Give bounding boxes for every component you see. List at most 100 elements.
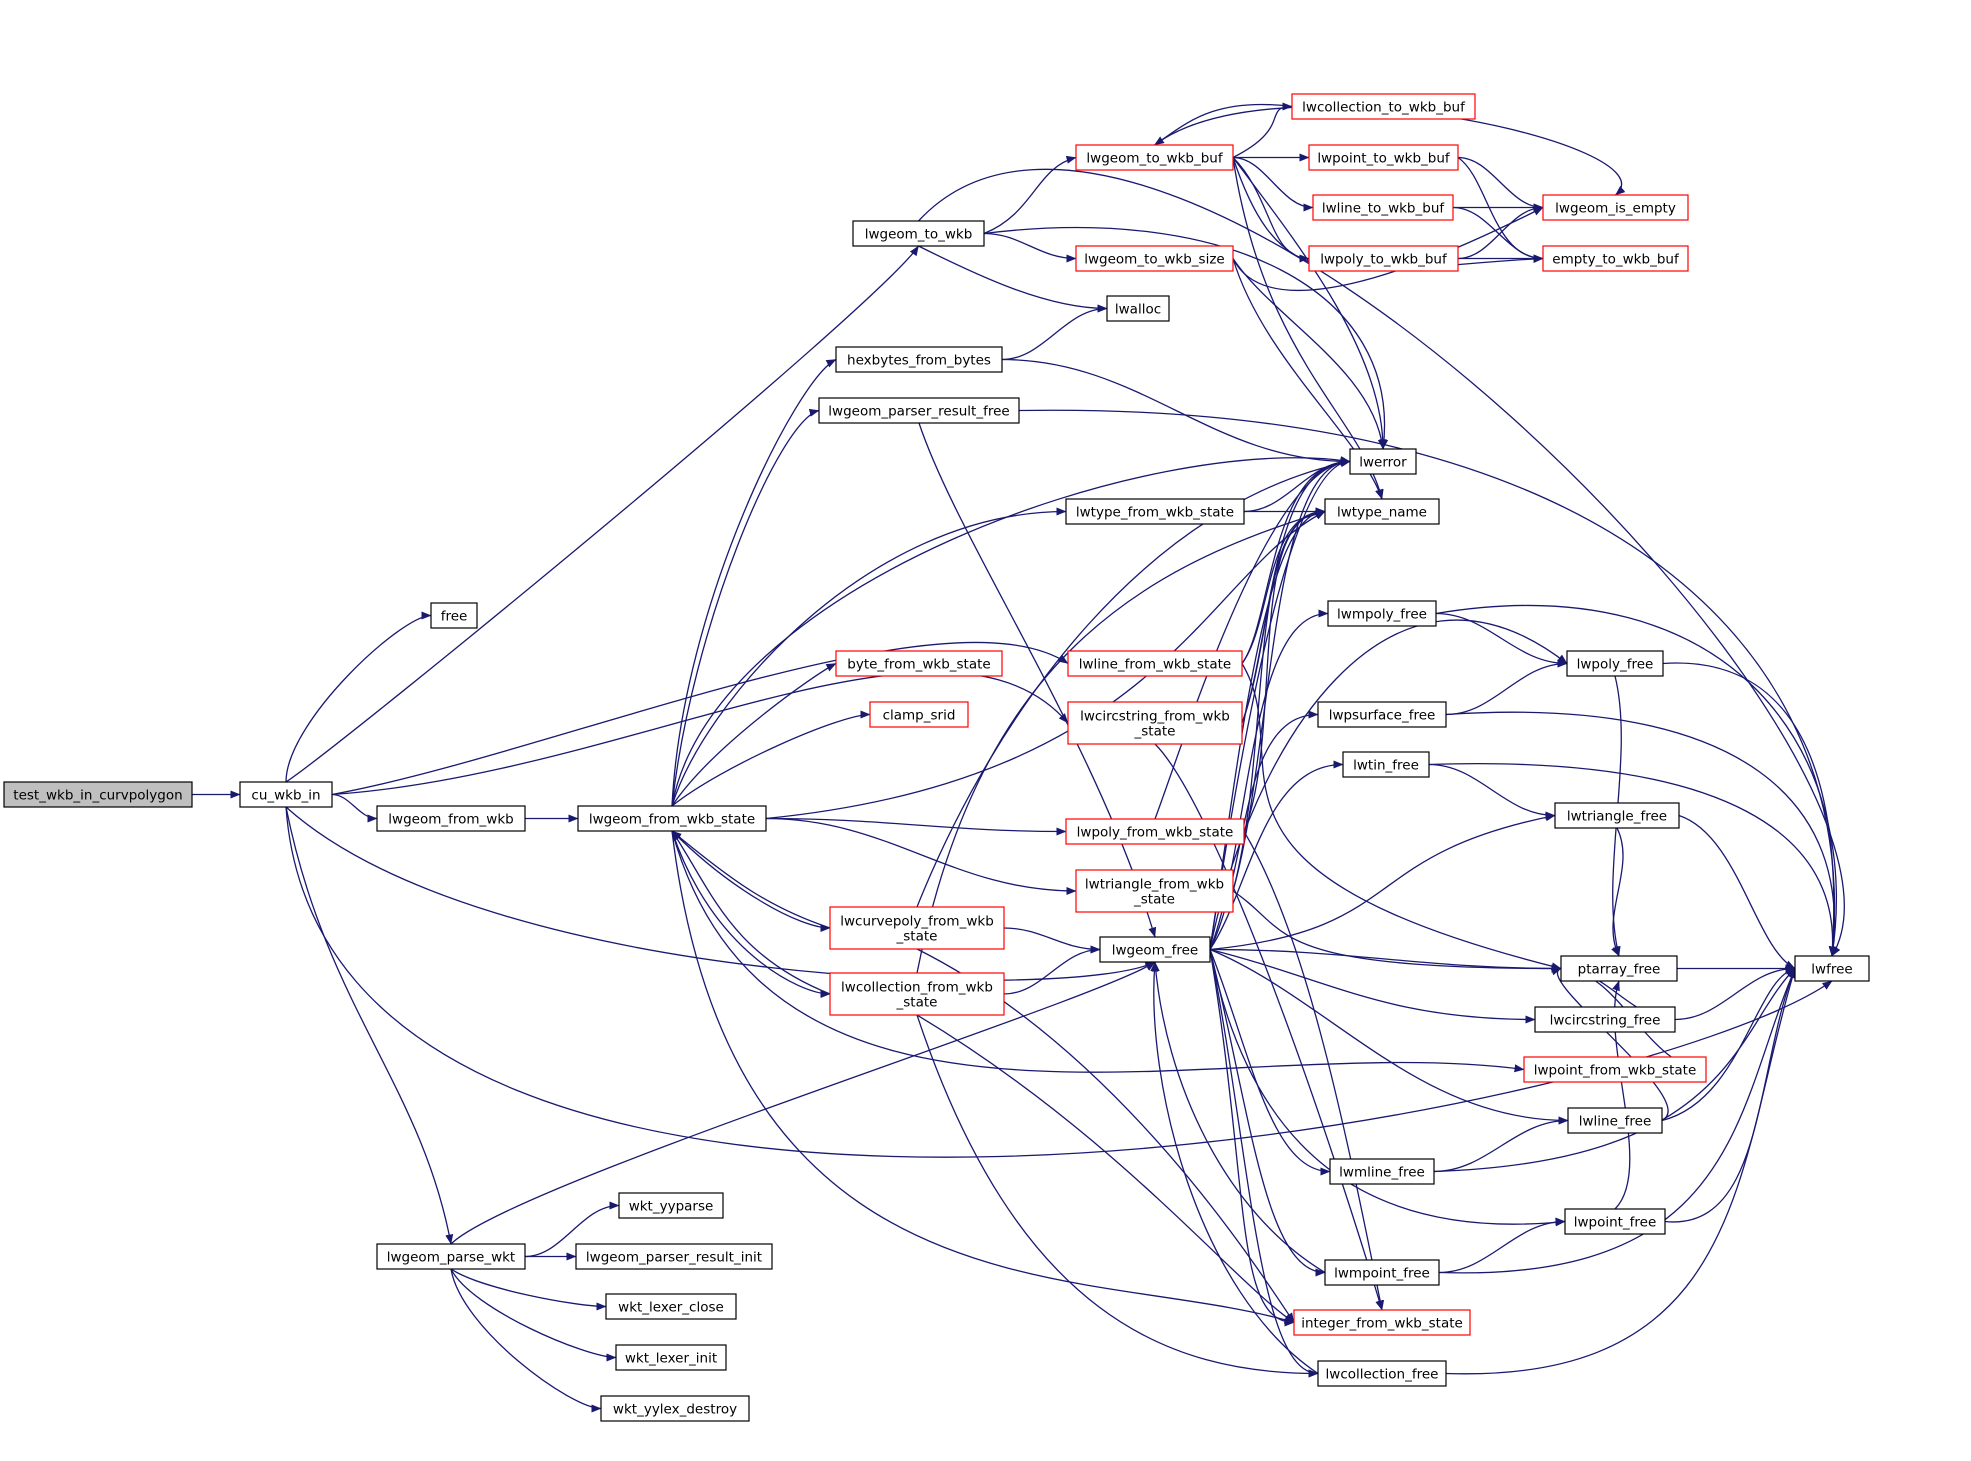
node-lwpsurface-free[interactable]: lwpsurface_free xyxy=(1317,701,1447,728)
edge-lwtin_free-to-lwfree xyxy=(1428,763,1837,957)
node-lwcollection-free[interactable]: lwcollection_free xyxy=(1317,1360,1447,1387)
node-lwgeom-to-wkb[interactable]: lwgeom_to_wkb xyxy=(852,220,985,247)
edge-lwgeom_parser_result_free-to-lwfree xyxy=(1018,409,1837,957)
node-label: lwpoint_free xyxy=(1574,1215,1657,1231)
edge-lwgeom_free-to-lwtriangle_free xyxy=(1209,813,1556,951)
node-lwtype-name[interactable]: lwtype_name xyxy=(1324,498,1440,525)
node-label: clamp_srid xyxy=(883,708,956,724)
node-lwpoint-to-wkb-buf[interactable]: lwpoint_to_wkb_buf xyxy=(1308,144,1459,171)
node-lwgeom-parser-result-init[interactable]: lwgeom_parser_result_init xyxy=(575,1243,773,1270)
node-lwpoly-to-wkb-buf[interactable]: lwpoly_to_wkb_buf xyxy=(1308,245,1459,272)
node-box xyxy=(1554,802,1680,829)
node-box xyxy=(1075,144,1234,171)
edge-lwline_from_wkb_state-to-ptarray_free xyxy=(1241,663,1562,971)
node-clamp-srid[interactable]: clamp_srid xyxy=(869,701,969,728)
node-box xyxy=(852,220,985,247)
node-wkt-lexer-close[interactable]: wkt_lexer_close xyxy=(605,1293,737,1320)
node-lwpoly-from-wkb-state[interactable]: lwpoly_from_wkb_state xyxy=(1065,818,1245,845)
edge-cu_wkb_in-to-lwcircstring_from_wkb_state xyxy=(331,671,1069,796)
node-lwtype-from-wkb-state[interactable]: lwtype_from_wkb_state xyxy=(1065,498,1245,525)
node-wkt-yyparse[interactable]: wkt_yyparse xyxy=(618,1192,724,1219)
node-lwtriangle-free[interactable]: lwtriangle_free xyxy=(1554,802,1680,829)
node-hexbytes-from-bytes[interactable]: hexbytes_from_bytes xyxy=(835,346,1003,373)
node-label: free xyxy=(441,609,468,625)
node-label: lwtype_from_wkb_state xyxy=(1076,505,1234,521)
node-label: wkt_lexer_close xyxy=(618,1300,724,1316)
node-lwgeom-from-wkb[interactable]: lwgeom_from_wkb xyxy=(376,805,526,832)
node-lwmline-free[interactable]: lwmline_free xyxy=(1329,1158,1435,1185)
node-lwpoly-free[interactable]: lwpoly_free xyxy=(1566,650,1664,677)
node-lwcircstring-free[interactable]: lwcircstring_free xyxy=(1534,1006,1676,1033)
node-label: lwpsurface_free xyxy=(1329,708,1436,724)
node-lwalloc[interactable]: lwalloc xyxy=(1106,295,1170,322)
edge-lwmline_free-to-lwfree xyxy=(1433,968,1796,1173)
node-lwcollection-to-wkb-buf[interactable]: lwcollection_to_wkb_buf xyxy=(1291,93,1476,120)
edge-lwmline_free-to-lwline_free xyxy=(1433,1116,1569,1173)
edge-lwgeom_to_wkb_size-to-lwgeom_is_empty xyxy=(1232,206,1544,291)
node-lwmpoint-free[interactable]: lwmpoint_free xyxy=(1324,1259,1440,1286)
node-test-wkb-in-curvpolygon[interactable]: test_wkb_in_curvpolygon xyxy=(3,781,193,808)
edge-lwcollection_free-to-lwgeom_free xyxy=(1150,961,1319,1375)
node-lwcollection-from-wkb-state[interactable]: lwcollection_from_wkb_state xyxy=(829,972,1005,1016)
node-label: ptarray_free xyxy=(1578,962,1661,978)
node-box xyxy=(575,1243,773,1270)
edge-lwmpoly_free-to-lwpoly_free xyxy=(1435,612,1568,668)
node-box xyxy=(239,781,333,808)
node-box xyxy=(3,781,193,808)
edge-lwgeom_parse_wkt-to-wkt_yyparse xyxy=(524,1201,620,1258)
edge-lwgeom_from_wkb_state-to-lwpoly_from_wkb_state xyxy=(765,817,1067,836)
node-box xyxy=(600,1395,750,1422)
node-lwgeom-parse-wkt[interactable]: lwgeom_parse_wkt xyxy=(376,1243,526,1270)
node-wkt-lexer-init[interactable]: wkt_lexer_init xyxy=(615,1344,727,1371)
node-lwcircstring-from-wkb-state[interactable]: lwcircstring_from_wkb_state xyxy=(1067,701,1243,745)
node-lwtin-free[interactable]: lwtin_free xyxy=(1342,751,1430,778)
node-label: integer_from_wkb_state xyxy=(1301,1316,1463,1332)
node-lwpoint-free[interactable]: lwpoint_free xyxy=(1564,1208,1666,1235)
node-lwgeom-free[interactable]: lwgeom_free xyxy=(1099,936,1211,963)
node-lwcurvepoly-from-wkb-state[interactable]: lwcurvepoly_from_wkb_state xyxy=(829,906,1005,950)
node-label: lwline_from_wkb_state xyxy=(1079,657,1231,673)
edge-lwgeom_free-to-lwcollection_free xyxy=(1209,949,1319,1378)
node-lwerror[interactable]: lwerror xyxy=(1349,448,1417,475)
node-lwpoint-from-wkb-state[interactable]: lwpoint_from_wkb_state xyxy=(1523,1056,1707,1083)
node-lwmpoly-free[interactable]: lwmpoly_free xyxy=(1327,600,1437,627)
node-label: lwline_free xyxy=(1579,1114,1652,1130)
node-wkt-yylex-destroy[interactable]: wkt_yylex_destroy xyxy=(600,1395,750,1422)
node-integer-from-wkb-state[interactable]: integer_from_wkb_state xyxy=(1293,1309,1471,1336)
node-box xyxy=(1317,701,1447,728)
node-box xyxy=(1293,1309,1471,1336)
node-lwgeom-to-wkb-size[interactable]: lwgeom_to_wkb_size xyxy=(1075,245,1234,272)
node-lwgeom-is-empty[interactable]: lwgeom_is_empty xyxy=(1542,194,1689,221)
node-lwgeom-from-wkb-state[interactable]: lwgeom_from_wkb_state xyxy=(577,805,767,832)
node-ptarray-free[interactable]: ptarray_free xyxy=(1560,955,1678,982)
node-byte-from-wkb-state[interactable]: byte_from_wkb_state xyxy=(835,650,1003,677)
node-cu-wkb-in[interactable]: cu_wkb_in xyxy=(239,781,333,808)
node-lwline-free[interactable]: lwline_free xyxy=(1567,1107,1663,1134)
edge-lwgeom_parse_wkt-to-lwgeom_free xyxy=(450,961,1156,1245)
edge-lwtriangle_free-to-lwfree xyxy=(1678,814,1796,970)
node-lwgeom-parser-result-free[interactable]: lwgeom_parser_result_free xyxy=(818,397,1020,424)
node-lwline-to-wkb-buf[interactable]: lwline_to_wkb_buf xyxy=(1312,194,1454,221)
node-lwfree[interactable]: lwfree xyxy=(1794,955,1870,982)
node-label: lwtriangle_free xyxy=(1567,809,1667,825)
node-label: wkt_lexer_init xyxy=(625,1351,717,1367)
edge-lwgeom_to_wkb_size-to-lwerror xyxy=(1232,258,1386,450)
edge-lwpoly_from_wkb_state-to-lwerror xyxy=(1154,457,1351,820)
edge-lwgeom_to_wkb-to-lwfree xyxy=(918,168,1845,957)
node-lwgeom-to-wkb-buf[interactable]: lwgeom_to_wkb_buf xyxy=(1075,144,1234,171)
edge-lwline_free-to-lwfree xyxy=(1661,966,1796,1122)
edge-lwgeom_from_wkb_state-to-lwtriangle_from_wkb_state xyxy=(765,817,1077,895)
node-label: lwgeom_parser_result_init xyxy=(586,1250,762,1266)
node-label: lwgeom_parse_wkt xyxy=(387,1250,515,1266)
node-lwtriangle-from-wkb-state[interactable]: lwtriangle_from_wkb_state xyxy=(1075,869,1234,913)
node-box xyxy=(829,906,1005,950)
edge-cu_wkb_in-to-lwgeom_free xyxy=(285,806,1156,981)
edge-lwgeom_to_wkb_buf-to-lwcollection_to_wkb_buf xyxy=(1232,102,1293,159)
node-box xyxy=(1542,245,1689,272)
node-empty-to-wkb-buf[interactable]: empty_to_wkb_buf xyxy=(1542,245,1689,272)
node-label: lwcurvepoly_from_wkb xyxy=(840,914,994,930)
node-label: lwcollection_to_wkb_buf xyxy=(1302,100,1466,116)
node-free[interactable]: free xyxy=(430,602,478,629)
node-label: lwpoly_free xyxy=(1577,657,1654,673)
node-lwline-from-wkb-state[interactable]: lwline_from_wkb_state xyxy=(1067,650,1243,677)
